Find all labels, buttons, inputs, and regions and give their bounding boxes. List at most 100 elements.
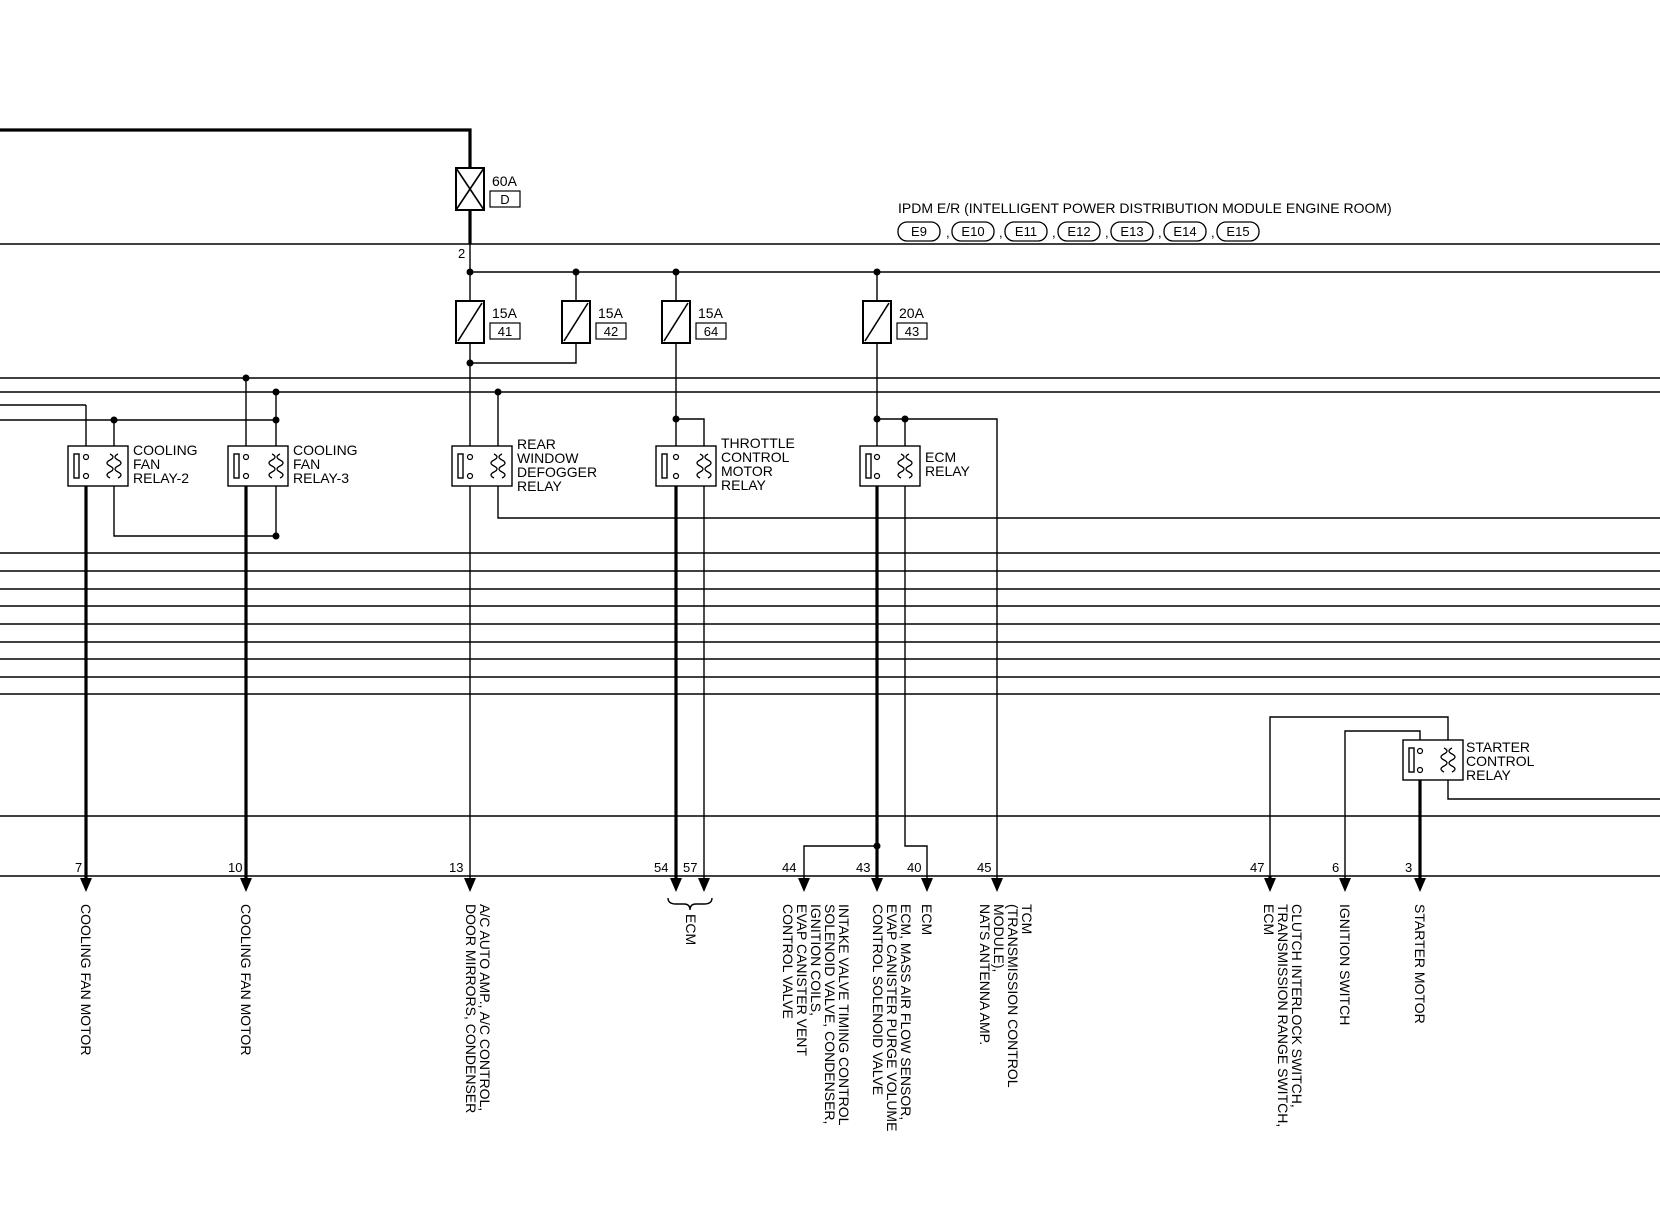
cooling-fan-relay-2 bbox=[67, 445, 129, 487]
connector-separator: , bbox=[999, 225, 1003, 240]
ecm-brace bbox=[667, 897, 713, 911]
connector-badge bbox=[1110, 221, 1154, 242]
connector-label: E14 bbox=[1173, 224, 1196, 239]
arrow-icon bbox=[991, 878, 1003, 892]
junction-dot bbox=[272, 416, 280, 424]
connector-badge bbox=[1004, 221, 1048, 242]
junction-dot bbox=[110, 416, 118, 424]
terminal-number: 10 bbox=[228, 860, 242, 875]
fuse-bus-wire bbox=[469, 244, 1660, 273]
main-fuse-id: D bbox=[500, 192, 509, 207]
terminal-number: 57 bbox=[683, 860, 697, 875]
output-arrows bbox=[80, 878, 1426, 892]
terminal-number: 40 bbox=[907, 860, 921, 875]
relay-label: COOLING FAN RELAY-3 bbox=[293, 442, 361, 486]
terminal-number: 45 bbox=[977, 860, 991, 875]
destination-label: ECM bbox=[683, 914, 699, 945]
destination-label: COOLING FAN MOTOR bbox=[238, 904, 254, 1055]
terminal-number: 44 bbox=[782, 860, 796, 875]
fuse-number: 41 bbox=[498, 324, 512, 339]
connector-list: E9 , E10 , E11 , E12 , E13 , E14 , E15 bbox=[897, 221, 1260, 242]
connector-badge bbox=[1057, 221, 1101, 242]
rear-window-defogger-relay bbox=[451, 445, 513, 487]
destination-label: IGNITION SWITCH bbox=[1337, 904, 1353, 1025]
terminal-number: 47 bbox=[1250, 860, 1264, 875]
fuse-42 bbox=[561, 300, 591, 344]
fuse-number-box bbox=[595, 322, 627, 340]
fuse-41-42-join-wire bbox=[470, 343, 577, 364]
arrow-icon bbox=[1264, 878, 1276, 892]
arrow-icon bbox=[871, 878, 883, 892]
throttle-coil-feed-wire bbox=[676, 418, 705, 446]
connector-label: E12 bbox=[1067, 224, 1090, 239]
connector-separator: , bbox=[1211, 225, 1215, 240]
defogger-coil-return-wire bbox=[497, 486, 1660, 519]
cooling-fan-relay-3 bbox=[227, 445, 289, 487]
destination-label: CLUTCH INTERLOCK SWITCH, TRANSMISSION RA… bbox=[1261, 904, 1305, 1131]
fuse-rating: 15A bbox=[492, 305, 518, 321]
destination-label: STARTER MOTOR bbox=[1412, 904, 1428, 1024]
connector-label: E11 bbox=[1015, 224, 1037, 239]
arrow-icon bbox=[1339, 878, 1351, 892]
junction-dot bbox=[494, 388, 502, 396]
fuse-number-box bbox=[695, 322, 727, 340]
fuse-number: 43 bbox=[905, 324, 919, 339]
relay-label: REAR WINDOW DEFOGGER RELAY bbox=[517, 436, 601, 494]
fuse-41 bbox=[455, 300, 485, 344]
destination-label: A/C AUTO AMP., A/C CONTROL, DOOR MIRRORS… bbox=[463, 904, 493, 1115]
starter-ignition-wire bbox=[1344, 730, 1421, 880]
destination-label: TCM (TRANSMISSION CONTROL MODULE), NATS … bbox=[977, 904, 1035, 1091]
main-fusible-link bbox=[455, 167, 485, 211]
connector-label: E10 bbox=[961, 224, 984, 239]
main-fuse-rating: 60A bbox=[492, 173, 518, 189]
relay-label: THROTTLE CONTROL MOTOR RELAY bbox=[721, 435, 799, 493]
terminal-number: 54 bbox=[654, 860, 668, 875]
destination-label: ECM, MASS AIR FLOW SENSOR, EVAP CANISTER… bbox=[870, 904, 914, 1135]
junction-dot bbox=[272, 532, 280, 540]
connector-separator: , bbox=[946, 225, 950, 240]
terminal-number: 6 bbox=[1332, 860, 1339, 875]
arrow-icon bbox=[921, 878, 933, 892]
destination-label: COOLING FAN MOTOR bbox=[78, 904, 94, 1055]
connector-badge bbox=[1163, 221, 1207, 242]
arrow-icon bbox=[80, 878, 92, 892]
connector-badge bbox=[951, 221, 995, 242]
connector-badge bbox=[1216, 221, 1260, 242]
arrow-icon bbox=[1414, 878, 1426, 892]
fuse-number: 64 bbox=[704, 324, 718, 339]
terminal-number: 7 bbox=[75, 860, 82, 875]
connector-separator: , bbox=[1105, 225, 1109, 240]
arrow-icon bbox=[464, 878, 476, 892]
destination-label: ECM bbox=[919, 904, 935, 935]
main-fuse-id-box bbox=[489, 190, 521, 208]
battery-feed-wire bbox=[0, 128, 472, 168]
starter-coil-return-wire bbox=[1447, 780, 1660, 800]
terminal-number: 3 bbox=[1405, 860, 1412, 875]
terminal-number: 43 bbox=[856, 860, 870, 875]
arrow-icon bbox=[670, 878, 682, 892]
terminal-numbers: 7 10 13 54 57 44 43 40 45 47 6 3 bbox=[75, 860, 1412, 875]
relay-label: STARTER CONTROL RELAY bbox=[1466, 739, 1538, 783]
arrow-icon bbox=[798, 878, 810, 892]
connector-label: E13 bbox=[1120, 224, 1143, 239]
destination-label: INTAKE VALVE TIMING CONTROL SOLENOID VAL… bbox=[780, 904, 852, 1129]
starter-coil-wire bbox=[1269, 716, 1449, 880]
fuse-64 bbox=[661, 300, 691, 344]
ecm-relay-coil-feed-wire bbox=[877, 418, 998, 880]
connector-badge bbox=[897, 221, 941, 242]
connector-separator: , bbox=[1158, 225, 1162, 240]
ecm-40-wire bbox=[904, 486, 928, 880]
relay-2-coil-return-wire bbox=[113, 486, 276, 537]
main-fuse-terminal: 2 bbox=[458, 246, 465, 261]
arrow-icon bbox=[240, 878, 252, 892]
module-title: IPDM E/R (INTELLIGENT POWER DISTRIBUTION… bbox=[898, 200, 1392, 216]
ecm-relay bbox=[859, 445, 921, 487]
junction-dot bbox=[242, 374, 250, 382]
ecm-44-branch-wire bbox=[803, 845, 877, 880]
connector-label: E9 bbox=[911, 224, 927, 239]
relay-label: ECM RELAY bbox=[925, 449, 971, 479]
relay-label: COOLING FAN RELAY-2 bbox=[133, 442, 201, 486]
fuse-number-box bbox=[489, 322, 521, 340]
terminal-number: 13 bbox=[449, 860, 463, 875]
